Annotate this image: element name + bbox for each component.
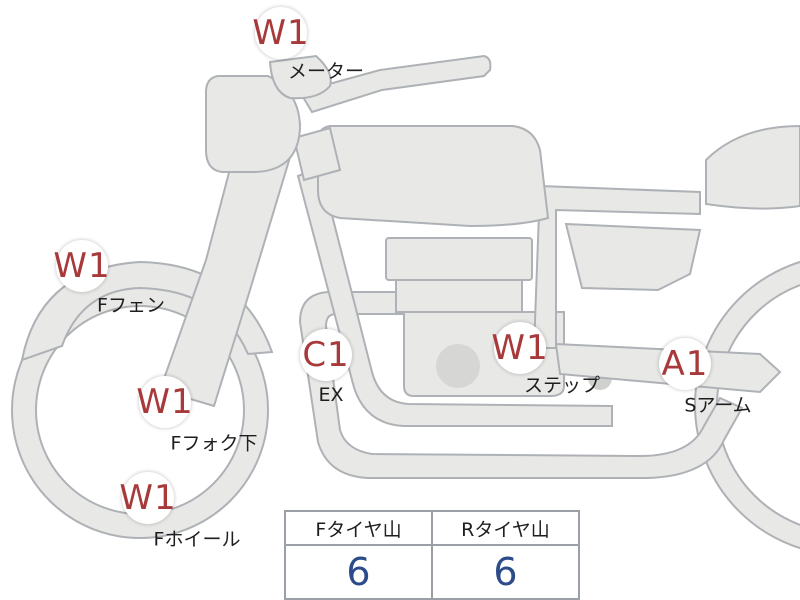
marker-front-wheel[interactable]: W1 bbox=[119, 472, 176, 524]
rear-wheel bbox=[694, 260, 800, 550]
rear-tire-tread-header: Rタイヤ山 bbox=[431, 510, 580, 546]
tire-tread-table: Fタイヤ山 Rタイヤ山 6 6 bbox=[284, 510, 580, 600]
label-swing-arm: Sアーム bbox=[684, 394, 752, 417]
marker-step[interactable]: W1 bbox=[491, 322, 548, 374]
marker-exhaust[interactable]: C1 bbox=[300, 329, 352, 381]
label-meter: メーター bbox=[287, 60, 365, 83]
seat bbox=[705, 124, 800, 210]
side-cover bbox=[564, 222, 702, 292]
marker-swing-arm[interactable]: A1 bbox=[659, 338, 711, 390]
label-front-fender: Fフェン bbox=[97, 294, 165, 317]
marker-meter[interactable]: W1 bbox=[252, 7, 309, 59]
front-tire-tread-value: 6 bbox=[284, 544, 433, 600]
label-front-wheel: Fホイール bbox=[153, 528, 241, 551]
handlebar bbox=[298, 54, 492, 114]
frame-cradle bbox=[296, 166, 613, 427]
marker-front-fender[interactable]: W1 bbox=[53, 240, 110, 292]
label-step: ステップ bbox=[523, 374, 601, 397]
meter bbox=[268, 54, 332, 100]
fuel-tank bbox=[317, 125, 550, 228]
front-tire-tread-header: Fタイヤ山 bbox=[284, 510, 433, 546]
marker-front-fork-lower[interactable]: W1 bbox=[136, 376, 193, 428]
label-exhaust: EX bbox=[318, 384, 344, 406]
headlight bbox=[205, 75, 302, 173]
rear-tire-tread-value: 6 bbox=[431, 544, 580, 600]
label-front-fork-lower: Fフォク下 bbox=[170, 432, 258, 455]
steering-head bbox=[292, 126, 342, 182]
